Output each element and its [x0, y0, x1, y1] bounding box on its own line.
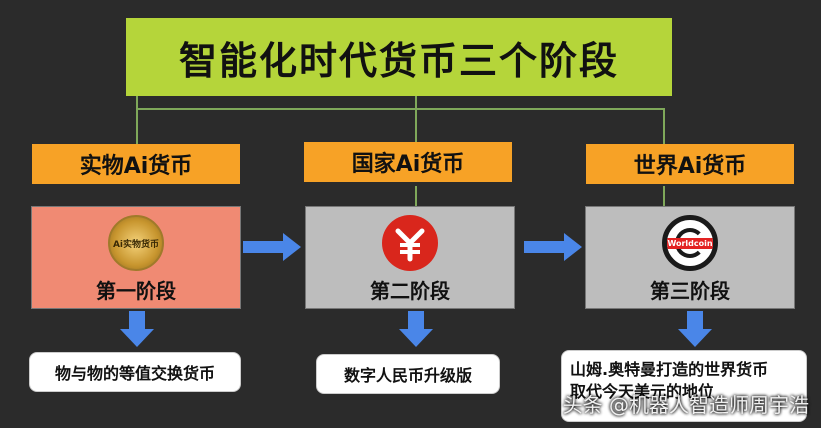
stage-2-title: 第二阶段 — [370, 279, 450, 303]
connector-line — [136, 96, 138, 144]
stage-3-label: 世界Ai货币 — [586, 144, 794, 184]
stage-1-desc: 物与物的等值交换货币 — [29, 352, 241, 392]
connector-line — [663, 108, 665, 144]
connector-line — [415, 186, 417, 206]
coin-text: Ai实物货币 — [112, 239, 160, 250]
connector-line — [415, 96, 417, 142]
yuan-icon — [382, 215, 438, 271]
stage-2-label: 国家Ai货币 — [304, 142, 512, 182]
connector-line — [136, 108, 664, 110]
stage-3-desc-line1: 山姆.奥特曼打造的世界货币 — [570, 360, 769, 379]
arrow-right-icon — [243, 233, 301, 261]
stage-1-label: 实物Ai货币 — [32, 144, 240, 184]
arrow-down-icon — [399, 311, 433, 347]
stage-2-desc: 数字人民币升级版 — [316, 354, 500, 394]
gold-coin-icon: Ai实物货币 — [108, 215, 164, 271]
connector-line — [663, 186, 665, 206]
stage-3-title: 第三阶段 — [650, 279, 730, 303]
stage-3-box: Worldcoin 第三阶段 — [585, 206, 795, 309]
diagram-title: 智能化时代货币三个阶段 — [126, 18, 672, 96]
yuan-glyph-icon — [395, 228, 425, 262]
arrow-down-icon — [120, 311, 154, 347]
stage-3-desc-line2: 取代今天美元的地位 — [570, 382, 715, 401]
arrow-down-icon — [678, 311, 712, 347]
worldcoin-icon: Worldcoin — [662, 215, 718, 271]
stage-1-title: 第一阶段 — [96, 279, 176, 303]
arrow-right-icon — [524, 233, 582, 261]
worldcoin-text: Worldcoin — [667, 237, 713, 249]
stage-2-box: 第二阶段 — [305, 206, 515, 309]
watermark: 头条 @机器人智造师周宇浩 — [562, 393, 809, 417]
stage-3-desc: 山姆.奥特曼打造的世界货币 取代今天美元的地位 — [561, 350, 807, 422]
stage-1-box: Ai实物货币 第一阶段 — [31, 206, 241, 309]
